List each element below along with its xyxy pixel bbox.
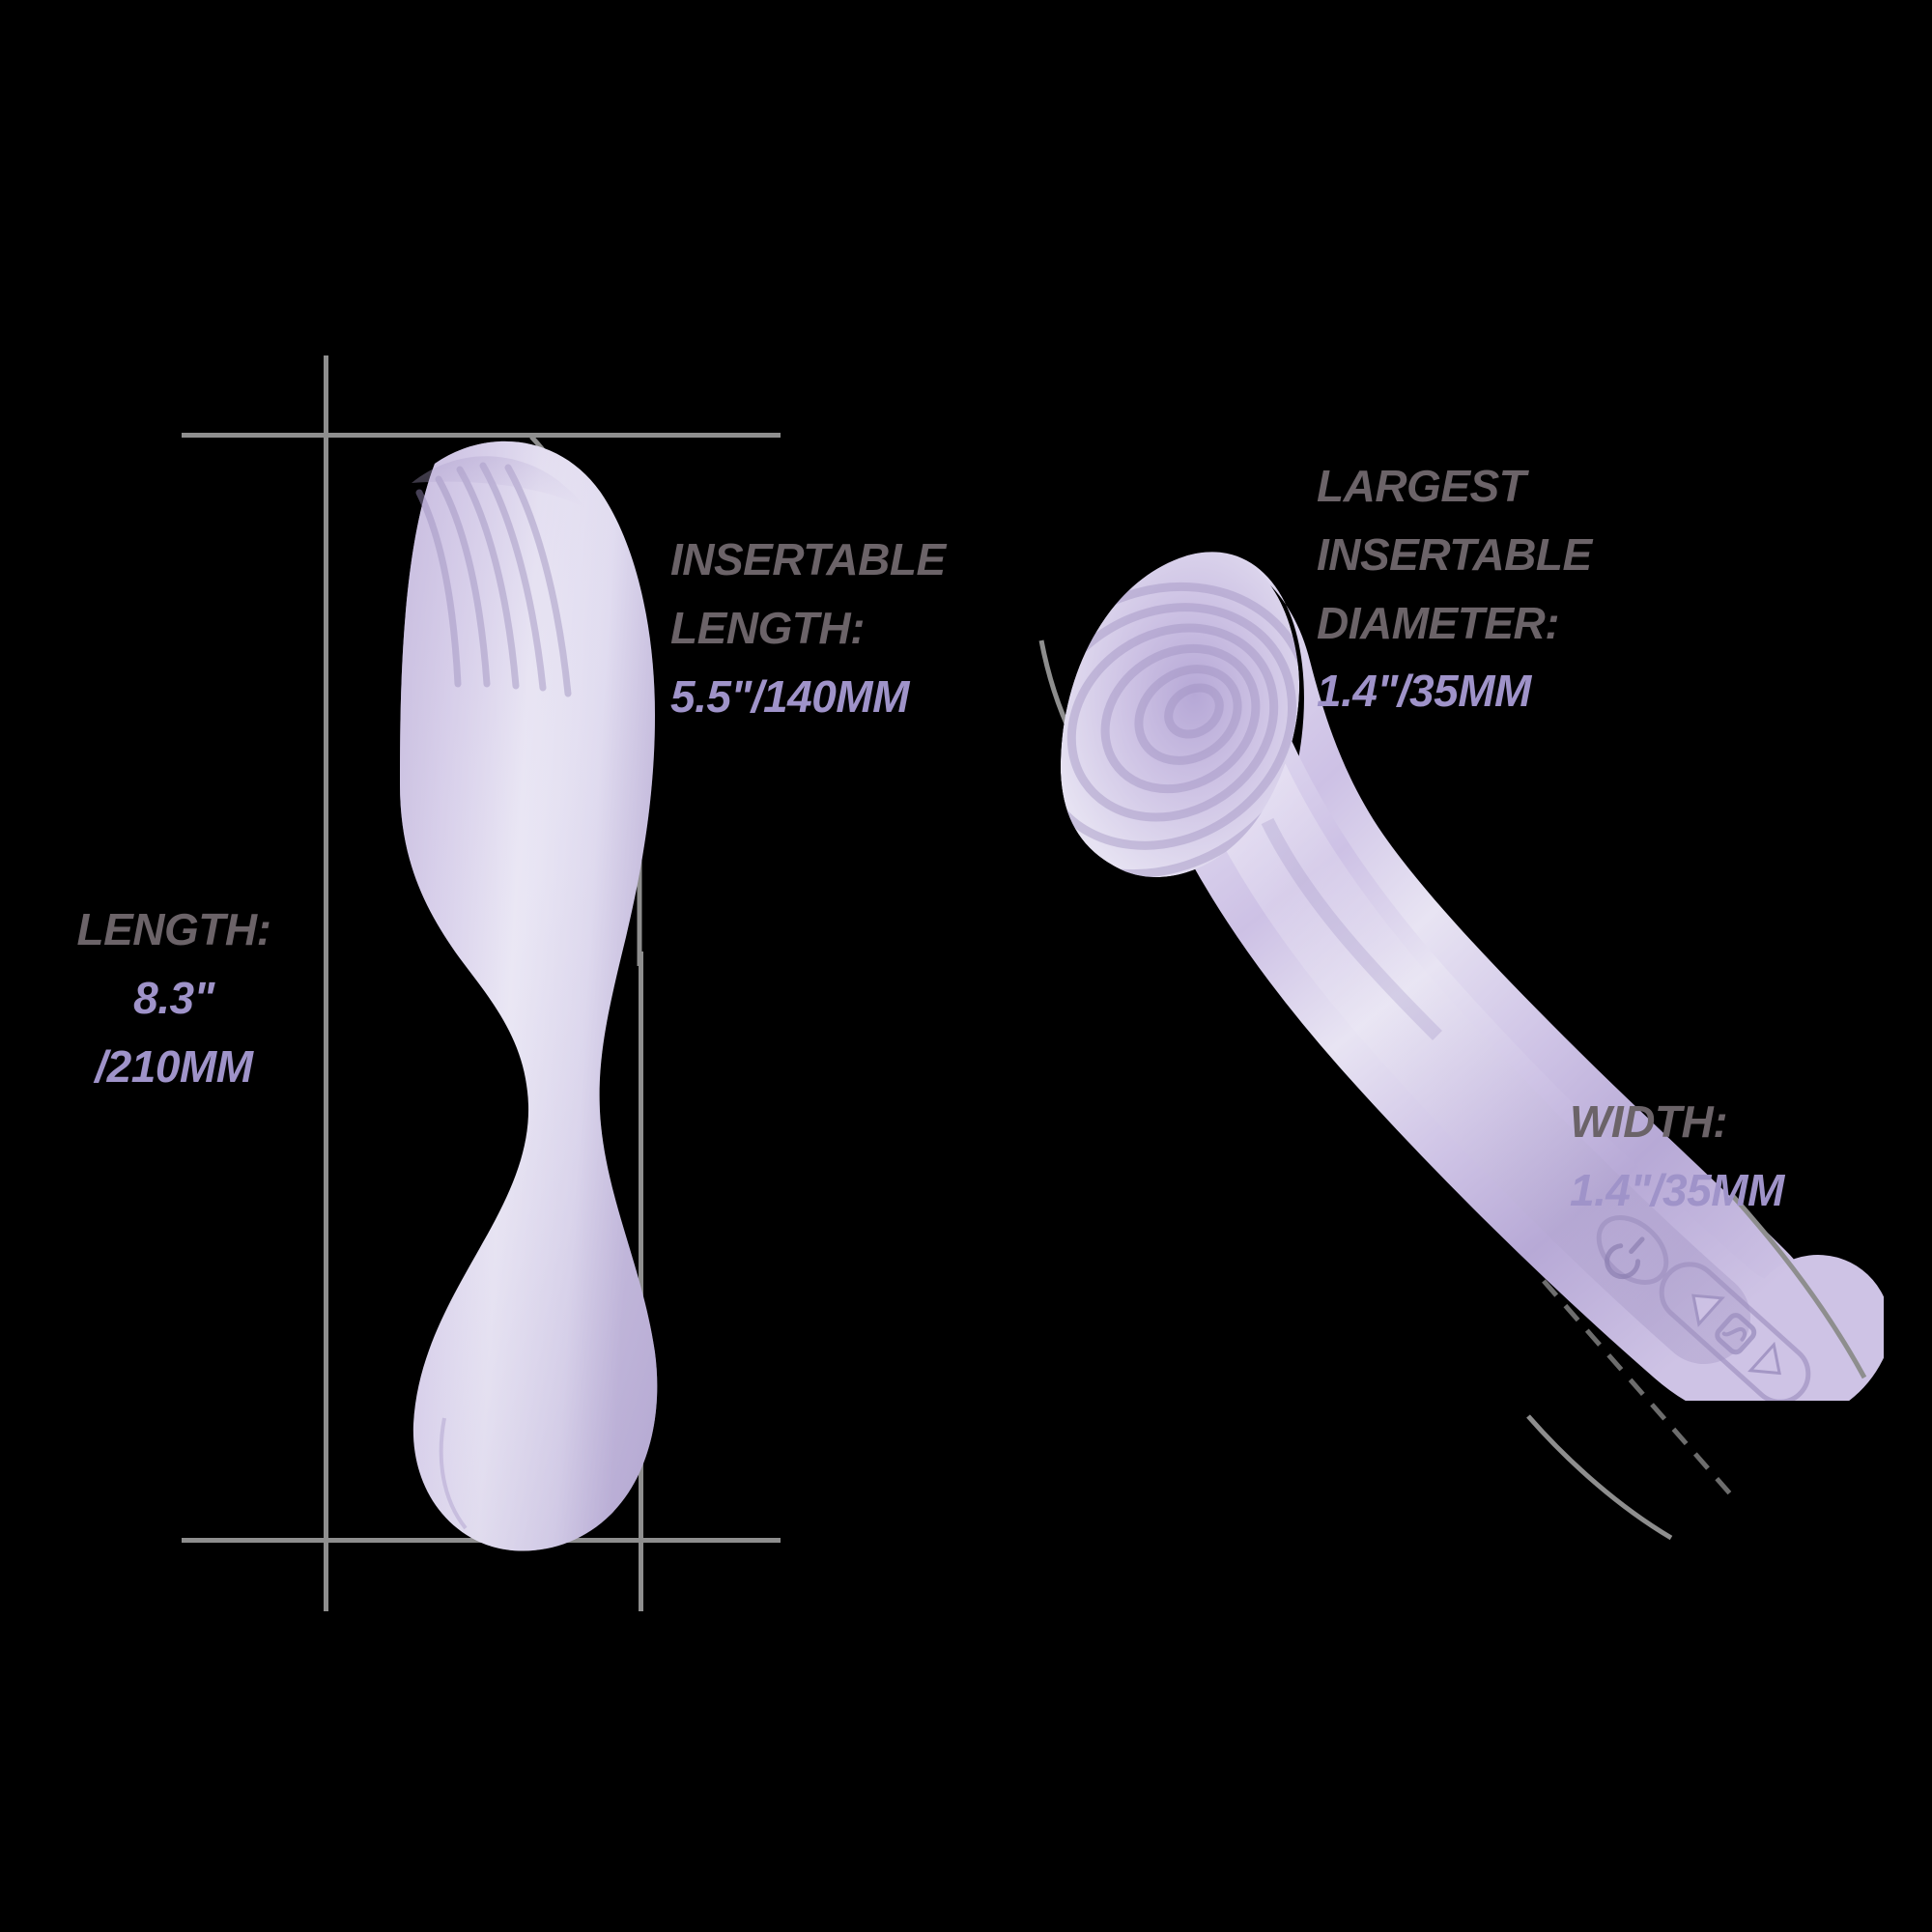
length-value-inches: 8.3" [133,972,214,1023]
insertable-length-arc [529,435,642,966]
largest-insertable-diameter-value: 1.4"/35mm [1317,666,1531,717]
insertable-length-vertical-measure-line [639,952,643,1611]
width-label: WIDTH: [1570,1096,1728,1148]
length-top-guide-line [182,433,781,438]
power-icon [1605,1236,1645,1280]
insertable-length-callout: INSERTABLE LENGTH: 5.5"/140mm [670,517,1076,739]
length-label: LENGTH: [76,904,271,955]
length-callout: LENGTH: 8.3" /210mm [39,887,309,1109]
insertable-length-label-line2: LENGTH: [670,602,865,653]
largest-insertable-diameter-label-line3: DIAMETER: [1317,597,1560,648]
length-value-mm: /210mm [95,1040,253,1092]
length-vertical-measure-line [324,355,328,1611]
triangle-down-icon [1747,1341,1781,1376]
length-bottom-guide-line [182,1538,781,1543]
width-value: 1.4"/35mm [1570,1164,1784,1215]
largest-insertable-diameter-label-line1: LARGEST [1317,461,1526,512]
triangle-up-icon [1691,1293,1725,1327]
insertable-length-label-line1: INSERTABLE [670,534,946,585]
width-callout: WIDTH: 1.4"/35mm [1570,1079,1932,1234]
largest-insertable-diameter-label-line2: INSERTABLE [1317,528,1592,580]
wave-icon [1715,1313,1757,1355]
ribbed-tip-texture [415,462,572,697]
insertable-length-value: 5.5"/140mm [670,670,909,722]
product-left-side-profile [400,440,658,1551]
mode-rocker [1659,1262,1811,1401]
control-panel [1596,1215,1811,1401]
largest-insertable-diameter-callout: LARGEST INSERTABLE DIAMETER: 1.4"/35mm [1317,443,1771,734]
